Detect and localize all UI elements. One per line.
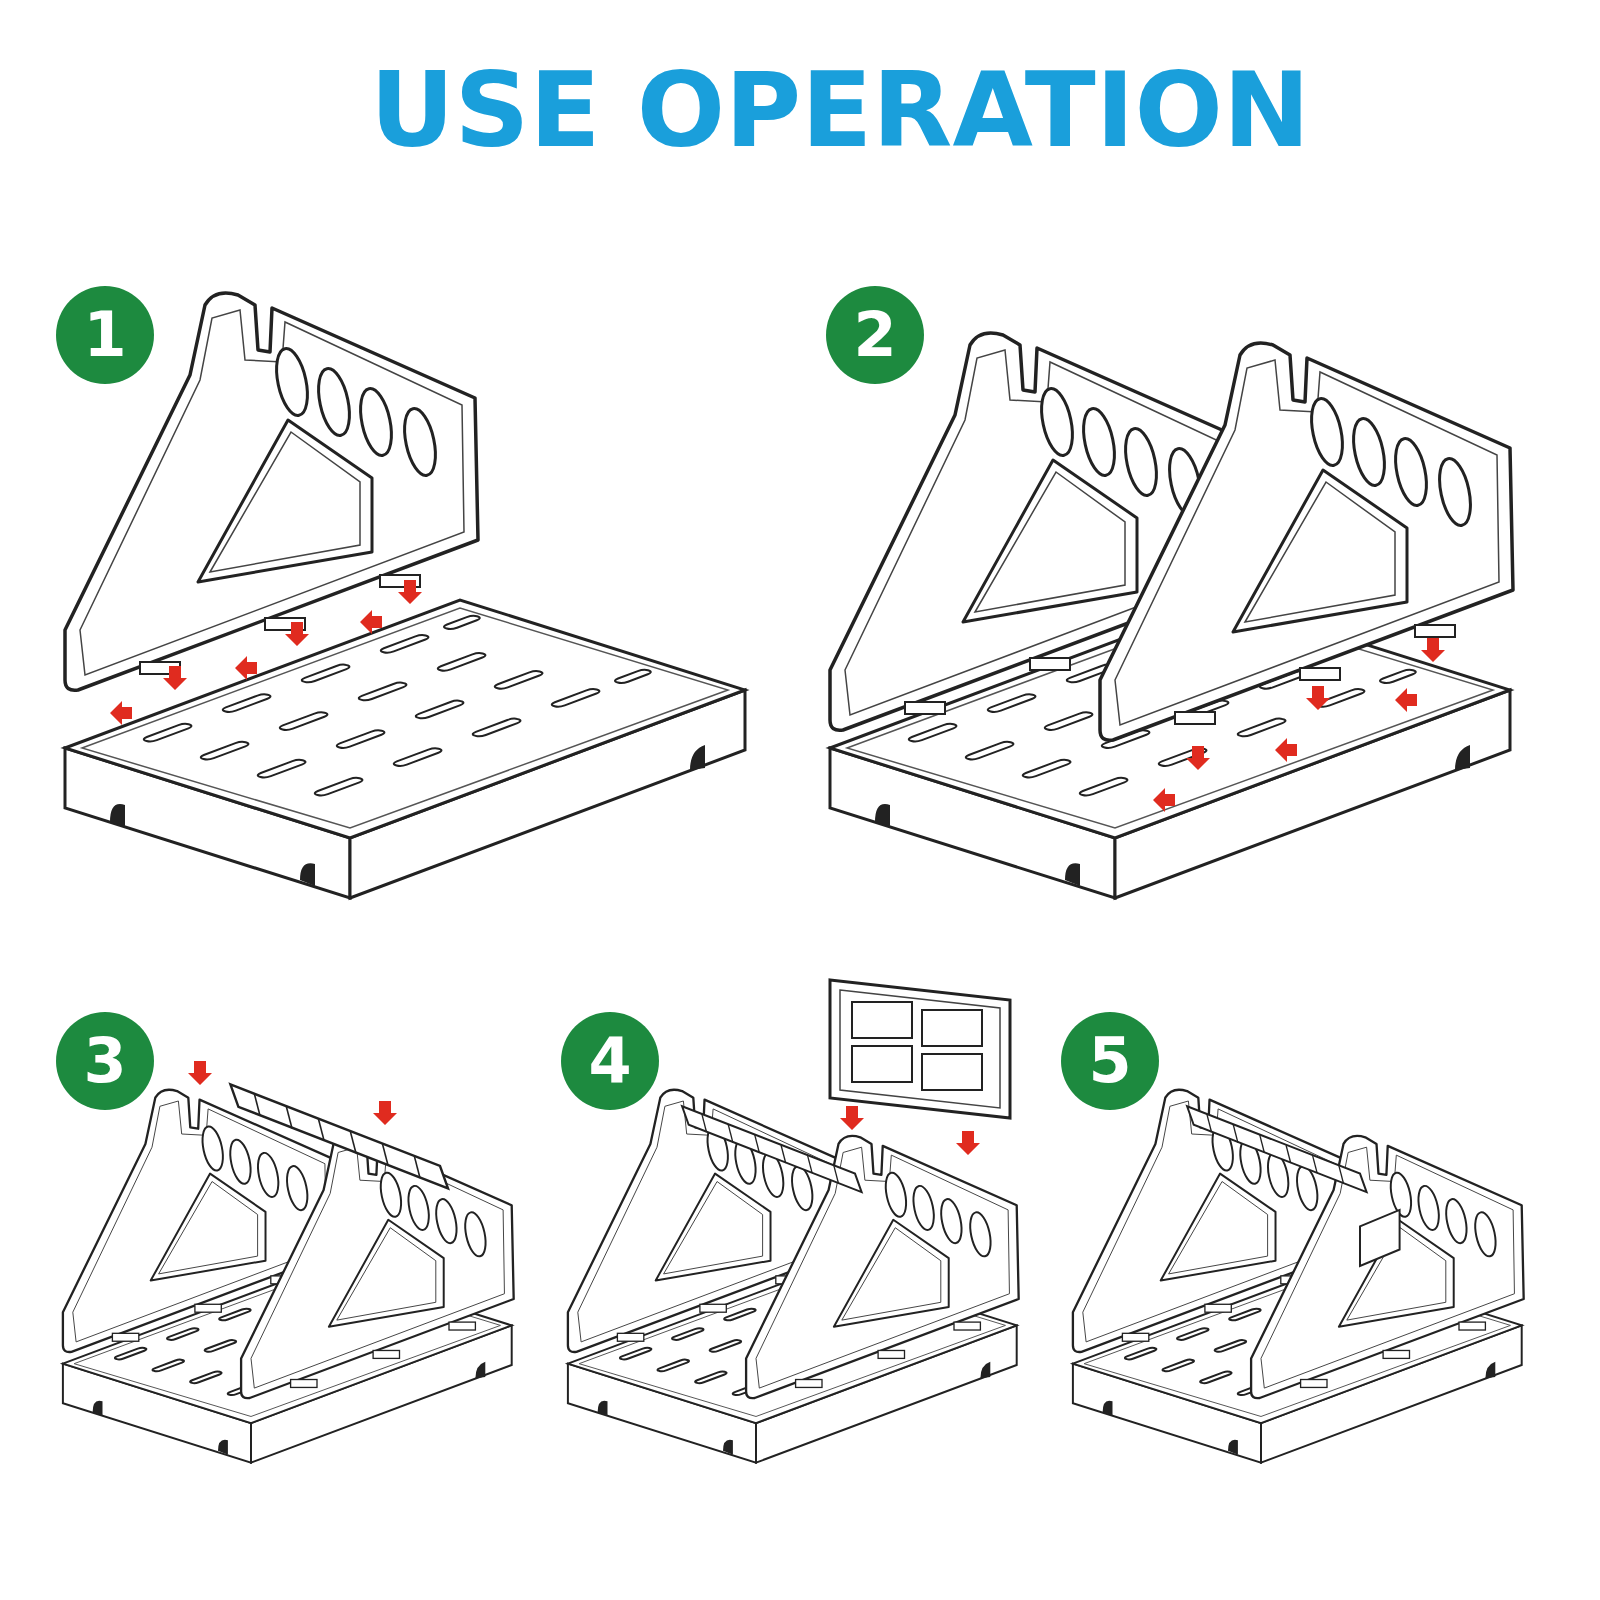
step-three-art — [63, 1090, 514, 1463]
step-circle: 1 — [56, 286, 154, 384]
step-number: 2 — [853, 304, 896, 366]
step-five-art — [1073, 1090, 1524, 1463]
step-four-art — [568, 1090, 1019, 1463]
step-circle: 3 — [56, 1012, 154, 1110]
step-two-art — [830, 333, 1513, 898]
rail-piece — [188, 1061, 448, 1188]
step-number: 4 — [588, 1030, 631, 1092]
step-number: 5 — [1088, 1030, 1131, 1092]
step-circle: 4 — [561, 1012, 659, 1110]
step-circle: 2 — [826, 286, 924, 384]
step-one-art — [65, 293, 745, 898]
step-circle: 5 — [1061, 1012, 1159, 1110]
step-number: 3 — [83, 1030, 126, 1092]
tray-piece — [830, 980, 1010, 1155]
page-title: USE OPERATION — [200, 45, 1480, 175]
step-number: 1 — [83, 304, 126, 366]
